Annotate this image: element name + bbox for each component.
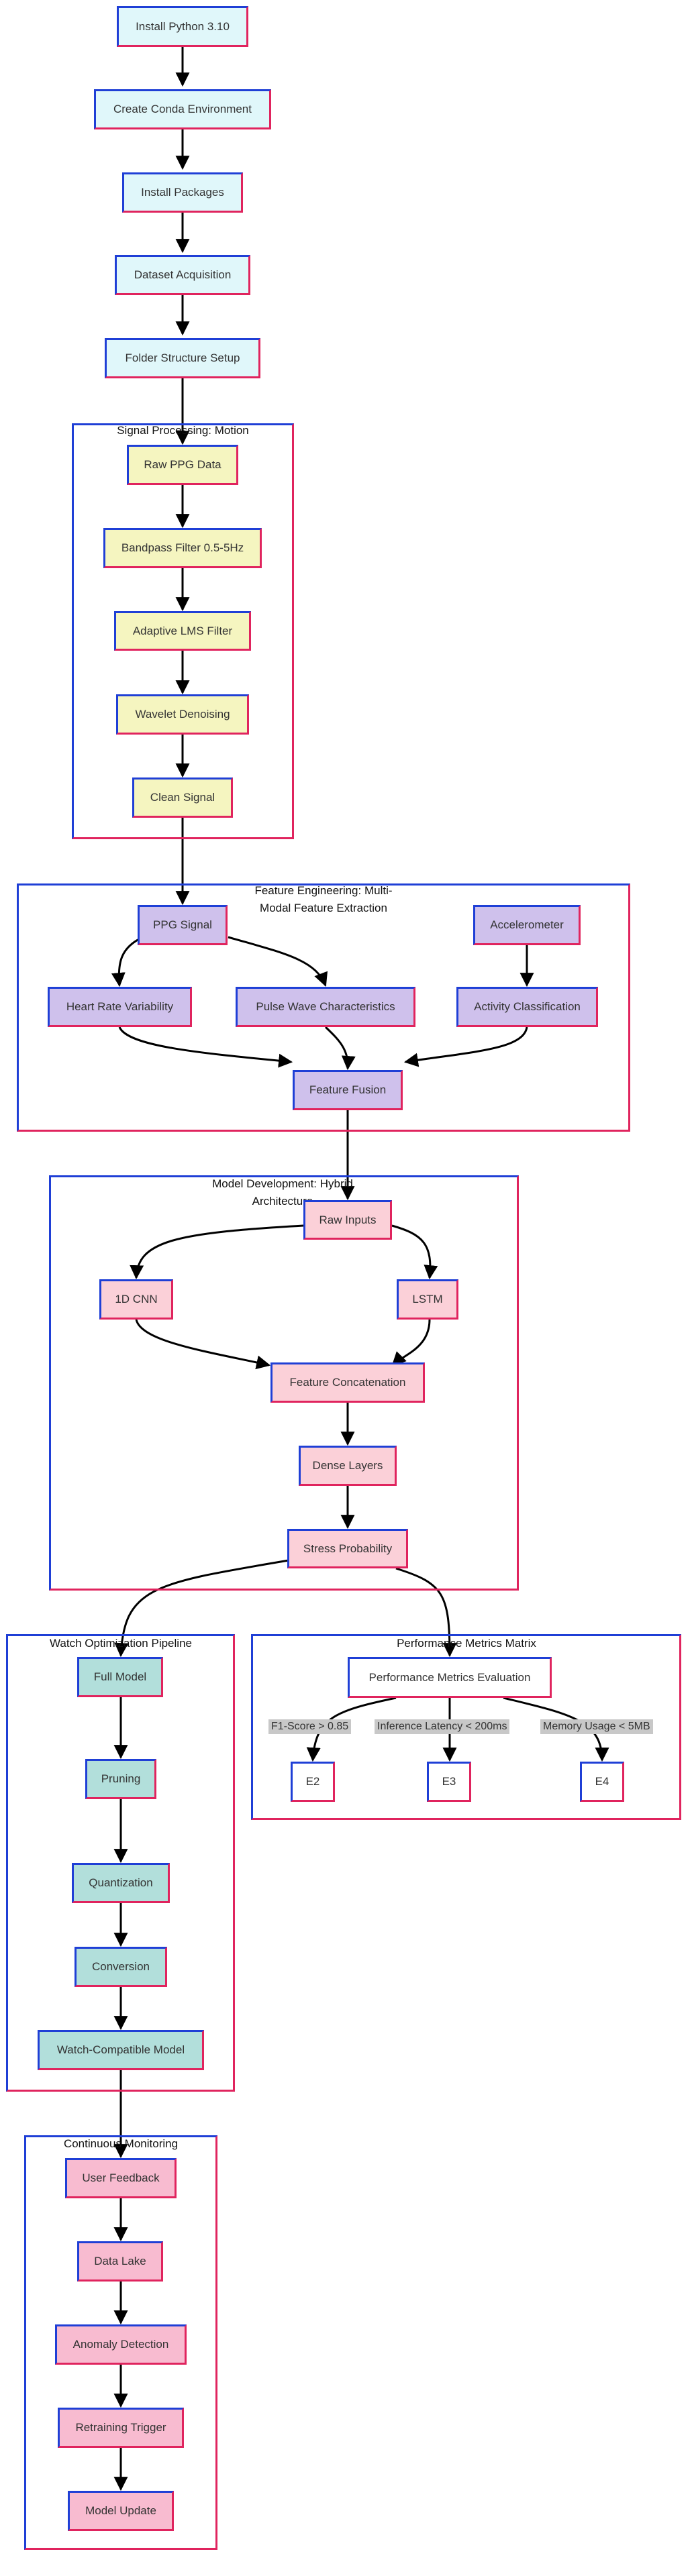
node-dataset-acquisition[interactable]: Dataset Acquisition: [115, 255, 250, 295]
node-raw-ppg[interactable]: Raw PPG Data: [127, 445, 238, 485]
node-pulse-wave[interactable]: Pulse Wave Characteristics: [236, 987, 415, 1027]
node-data-lake[interactable]: Data Lake: [77, 2241, 163, 2282]
cluster-title-monitoring: Continuous Monitoring: [63, 2137, 179, 2150]
cluster-title-feature-line2: Modal Feature Extraction: [260, 902, 387, 914]
node-feature-fusion[interactable]: Feature Fusion: [293, 1070, 403, 1110]
node-stress-probability[interactable]: Stress Probability: [287, 1529, 408, 1568]
cluster-watch-optimization: [6, 1634, 235, 2092]
node-e2[interactable]: E2: [291, 1762, 335, 1802]
edge-stress-fullmodel: [114, 1559, 289, 1658]
cluster-performance-metrics: [251, 1634, 681, 1820]
node-e3[interactable]: E3: [427, 1762, 471, 1802]
node-lstm[interactable]: LSTM: [397, 1279, 458, 1320]
cluster-title-model-development: Model Development: Hybrid Architecture: [192, 1175, 373, 1210]
edge-cnn-concat: [135, 1319, 271, 1370]
node-feature-concatenation[interactable]: Feature Concatenation: [270, 1362, 425, 1403]
node-install-packages[interactable]: Install Packages: [122, 172, 243, 213]
edge-label-inference-latency: Inference Latency < 200ms: [375, 1719, 510, 1734]
node-wavelet-denoising[interactable]: Wavelet Denoising: [116, 694, 249, 735]
edge-activity-fusion: [403, 1026, 528, 1067]
node-heart-rate-variability[interactable]: Heart Rate Variability: [48, 987, 192, 1027]
cluster-signal-processing: [72, 423, 294, 839]
cluster-model-development: [49, 1175, 519, 1591]
node-install-python[interactable]: Install Python 3.10: [117, 6, 248, 47]
node-model-update[interactable]: Model Update: [68, 2491, 174, 2531]
node-quantization[interactable]: Quantization: [72, 1863, 170, 1903]
node-accelerometer[interactable]: Accelerometer: [473, 905, 581, 945]
edge-label-memory-usage: Memory Usage < 5MB: [540, 1719, 653, 1734]
edge-raw-lstm: [391, 1224, 438, 1280]
cluster-title-model-line2: Architecture: [252, 1195, 313, 1208]
node-raw-inputs[interactable]: Raw Inputs: [303, 1200, 392, 1240]
edge-lstm-concat: [391, 1319, 431, 1366]
node-create-conda[interactable]: Create Conda Environment: [94, 89, 271, 129]
node-activity-classification[interactable]: Activity Classification: [456, 987, 598, 1027]
edge-ppg-hrv: [111, 936, 144, 987]
node-bandpass-filter[interactable]: Bandpass Filter 0.5-5Hz: [103, 528, 262, 568]
node-full-model[interactable]: Full Model: [77, 1657, 163, 1697]
cluster-continuous-monitoring: [24, 2135, 217, 2550]
node-dense-layers[interactable]: Dense Layers: [299, 1446, 397, 1486]
node-pruning[interactable]: Pruning: [85, 1759, 156, 1799]
edge-label-f1-score: F1-Score > 0.85: [268, 1719, 352, 1734]
edge-ppg-pulse: [228, 936, 328, 987]
cluster-title-signal-processing: Signal Processing: Motion: [117, 424, 249, 437]
node-clean-signal[interactable]: Clean Signal: [132, 777, 233, 818]
edge-pulse-fusion: [324, 1026, 356, 1071]
cluster-title-feature-engineering: Feature Engineering: Multi- Modal Featur…: [223, 882, 424, 917]
cluster-title-feature-line1: Feature Engineering: Multi-: [254, 884, 393, 897]
node-e4[interactable]: E4: [580, 1762, 624, 1802]
node-retraining-trigger[interactable]: Retraining Trigger: [58, 2408, 184, 2448]
node-performance-evaluation[interactable]: Performance Metrics Evaluation: [348, 1657, 552, 1698]
node-adaptive-lms[interactable]: Adaptive LMS Filter: [114, 611, 251, 651]
edge-hrv-fusion: [118, 1026, 293, 1068]
cluster-feature-engineering: [17, 883, 630, 1132]
node-ppg-signal[interactable]: PPG Signal: [138, 905, 228, 945]
node-watch-compatible-model[interactable]: Watch-Compatible Model: [38, 2030, 204, 2070]
node-folder-structure[interactable]: Folder Structure Setup: [105, 338, 260, 378]
cluster-title-performance: Performance Metrics Matrix: [397, 1637, 536, 1650]
node-conversion[interactable]: Conversion: [75, 1947, 167, 1987]
node-anomaly-detection[interactable]: Anomaly Detection: [55, 2324, 187, 2365]
cluster-title-model-line1: Model Development: Hybrid: [212, 1177, 353, 1190]
node-user-feedback[interactable]: User Feedback: [65, 2158, 177, 2198]
edge-eval-e2: [306, 1697, 397, 1762]
cluster-title-watch-optimization: Watch Optimization Pipeline: [50, 1637, 192, 1650]
node-1d-cnn[interactable]: 1D CNN: [99, 1279, 173, 1320]
edge-raw-cnn: [130, 1224, 304, 1280]
